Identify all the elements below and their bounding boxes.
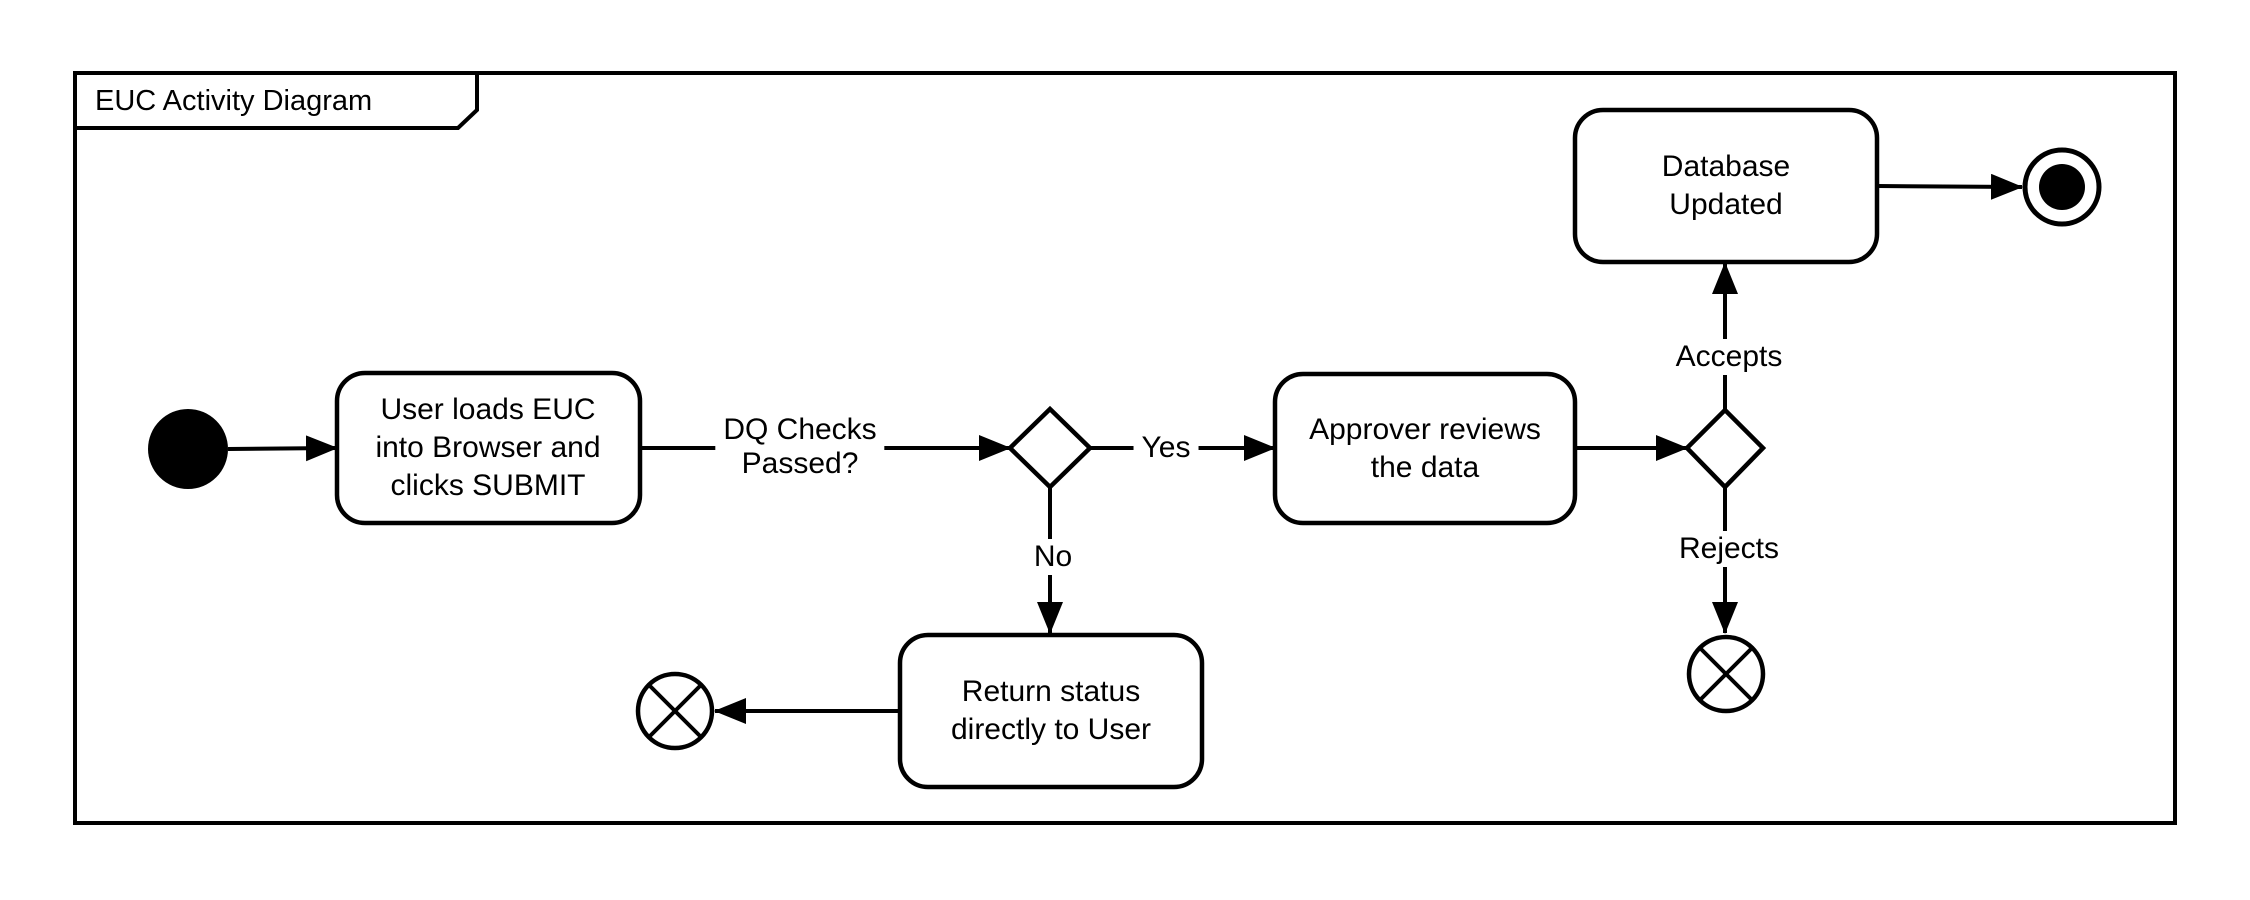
edge-label-yes: Yes xyxy=(1133,430,1199,466)
initial-node xyxy=(148,409,228,489)
activity-database-updated-label: Database Updated xyxy=(1661,150,1791,221)
frame-title-tab xyxy=(73,71,479,130)
edge-label-accepts: Accepts xyxy=(1667,339,1791,375)
activity-approver-reviews-label: Approver reviews the data xyxy=(1309,413,1541,484)
diagram-frame xyxy=(73,71,2177,825)
edge-start-to-load xyxy=(227,435,338,462)
activity-load-euc-label: User loads EUC into Browser and clicks S… xyxy=(375,393,601,502)
flow-final-node-rejects xyxy=(1686,634,1766,714)
activity-final-node xyxy=(2022,147,2102,227)
decision-approver-outcome xyxy=(1683,406,1767,491)
edge-database-to-final xyxy=(1876,173,2023,200)
frame-title: EUC Activity Diagram xyxy=(95,84,373,117)
decision-dq-checks xyxy=(1006,405,1094,491)
edge-label-dq-checks: DQ Checks Passed? xyxy=(715,412,885,482)
flow-final-node-return xyxy=(635,671,715,751)
activity-return-status-label: Return status directly to User xyxy=(950,675,1152,746)
edge-label-no: No xyxy=(1025,539,1081,575)
edge-label-rejects: Rejects xyxy=(1670,531,1788,567)
